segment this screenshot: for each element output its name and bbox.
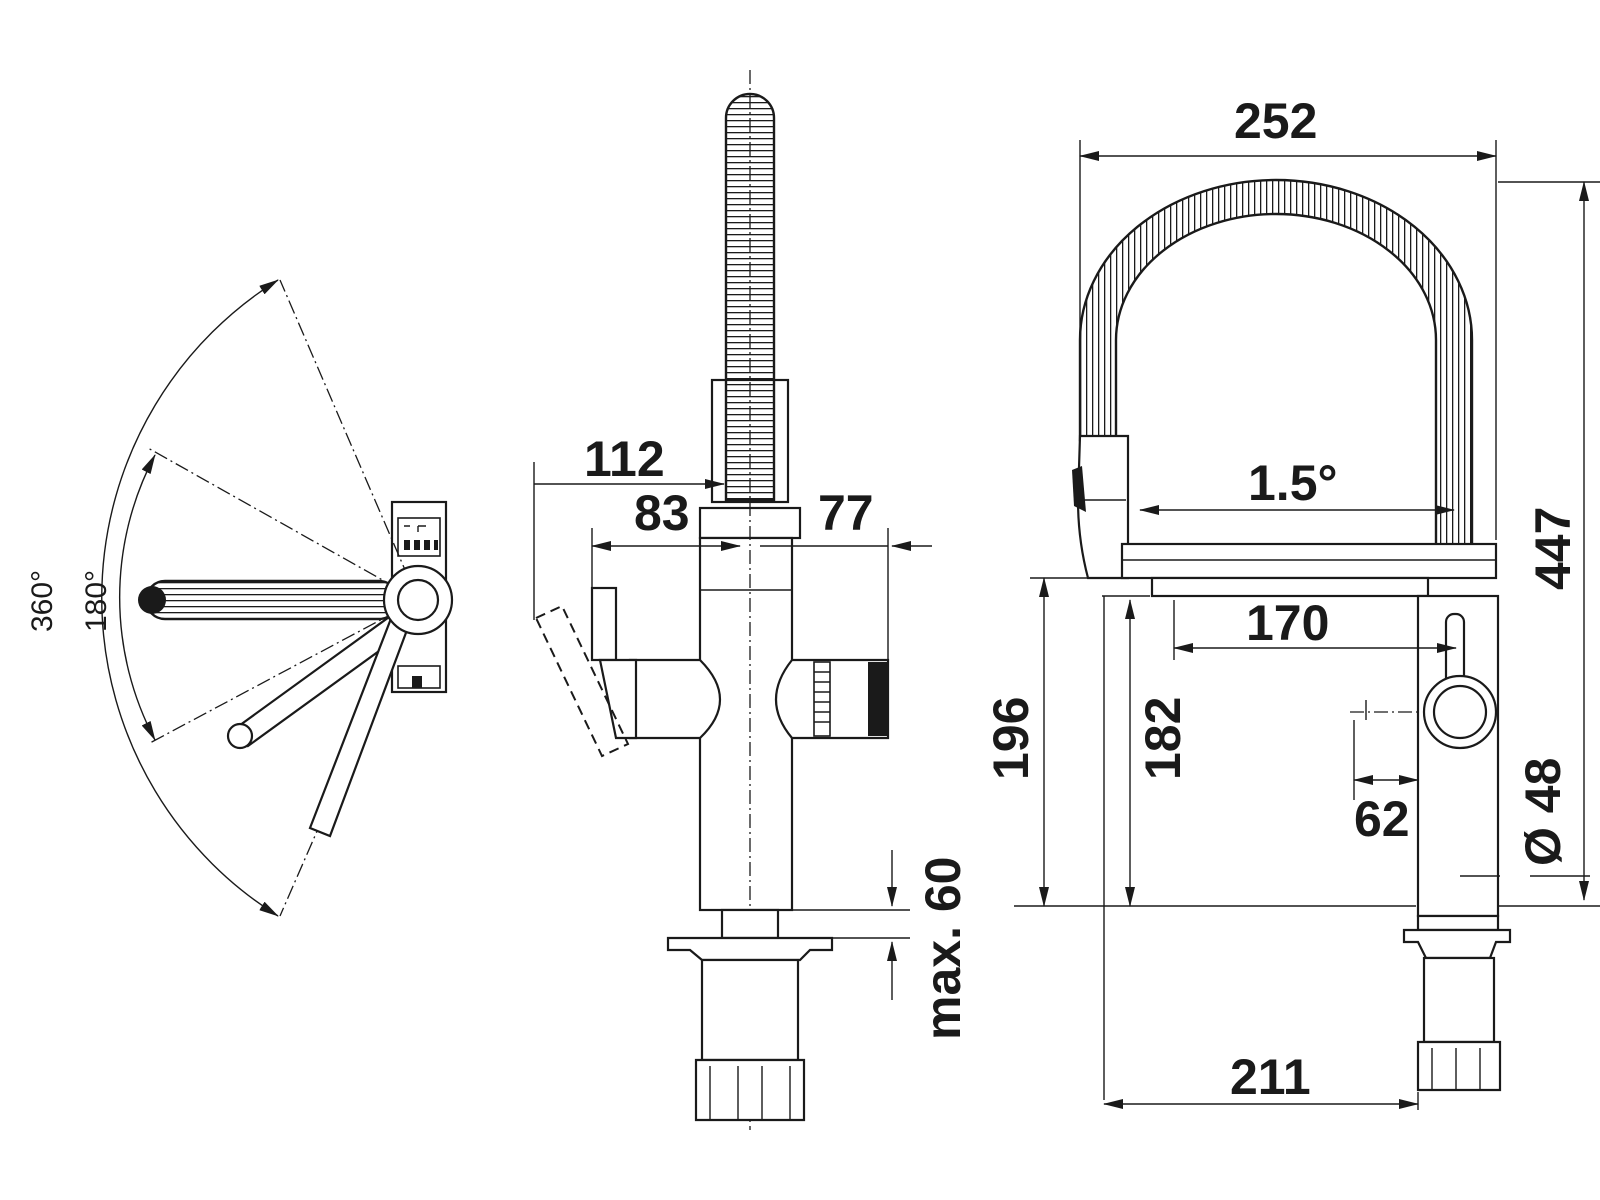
- label-outlet-height: 182: [1135, 697, 1191, 780]
- label-width-total: 112: [584, 431, 665, 487]
- side-base: [1416, 914, 1500, 932]
- label-spout-height: 196: [983, 697, 1039, 780]
- front-left-knob: [628, 658, 721, 740]
- label-left-offset: 83: [634, 485, 690, 541]
- front-washer: [666, 936, 834, 962]
- label-angle: 1.5°: [1248, 455, 1338, 511]
- arc-360: [101, 279, 279, 917]
- label-right-offset: 77: [818, 485, 874, 541]
- side-spout-arm: [1120, 542, 1498, 580]
- label-width-top: 252: [1234, 93, 1317, 149]
- front-body: [698, 536, 794, 912]
- spout-top-coil: [144, 579, 400, 621]
- label-spout-reach: 170: [1246, 595, 1329, 651]
- panel-marks: [404, 525, 438, 550]
- label-base-width: 211: [1230, 1049, 1311, 1105]
- side-shank: [1422, 956, 1496, 1044]
- side-view: 252 447 1.5° 170 196 182 62 Ø 48: [983, 93, 1600, 1110]
- front-right-knob: [774, 658, 890, 740]
- label-lever-diameter: Ø 48: [1515, 758, 1571, 866]
- front-lever-dashed: [534, 604, 630, 758]
- side-nut: [1416, 1040, 1502, 1092]
- front-view: 112 83 77 max. 60: [533, 70, 971, 1130]
- label-angle-inner: 180°: [80, 570, 113, 632]
- side-lever-knob-inner: [1432, 684, 1488, 740]
- arc-180: [119, 454, 156, 741]
- front-nut: [694, 1058, 806, 1122]
- label-mount-thickness: max. 60: [915, 857, 971, 1040]
- side-outlet: [1150, 576, 1430, 598]
- label-angle-outer: 360°: [26, 570, 59, 632]
- hub-inner: [396, 578, 440, 622]
- front-lower-body: [720, 908, 780, 940]
- label-lever-offset: 62: [1354, 791, 1410, 847]
- side-coil: [1078, 178, 1474, 552]
- top-view: 360° 180°: [26, 279, 454, 917]
- side-washer: [1402, 928, 1512, 960]
- front-shank: [700, 958, 800, 1062]
- front-left-lever: [590, 586, 618, 662]
- label-height-total: 447: [1525, 507, 1581, 590]
- control-panel: [397, 517, 441, 557]
